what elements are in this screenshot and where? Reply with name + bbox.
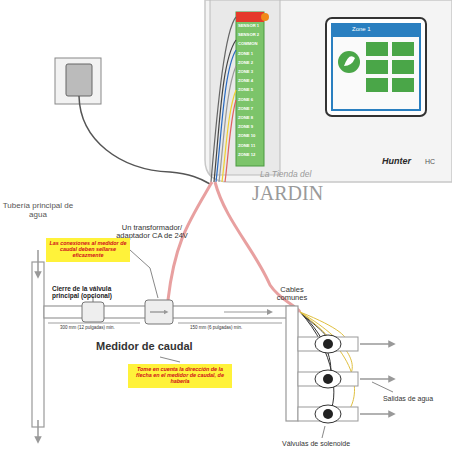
valve-label: Válvulas de solenoide — [282, 440, 402, 448]
terminal-label: ZONE 8 — [238, 116, 264, 121]
dimension: 150 mm (6 pulgadas) min. — [190, 326, 270, 331]
screen-bezel — [326, 18, 426, 116]
transformer — [66, 64, 92, 96]
terminal-label: ZONE 6 — [238, 98, 264, 103]
flow-arrow — [37, 250, 39, 275]
terminal-label: SENSOR 1 — [238, 24, 264, 29]
terminal-label: ZONE 3 — [238, 70, 264, 75]
terminal-label: ZONE 4 — [238, 79, 264, 84]
screen-button — [366, 60, 388, 74]
screen-button — [366, 78, 388, 92]
note-text: Las conexiones al medidor de caudal debe… — [49, 240, 127, 259]
controller-housing — [205, 0, 452, 182]
solenoid-valves — [298, 335, 358, 423]
terminal-label: ZONE 1 — [238, 52, 264, 57]
model-name: HC — [425, 158, 447, 166]
power-cord — [79, 96, 210, 184]
flow-arrow — [224, 311, 270, 312]
watermark: JARDIN — [252, 182, 382, 204]
outlet-arrows — [360, 344, 392, 414]
callout-note: Las conexiones al medidor de caudal debe… — [46, 238, 130, 262]
shutoff-valve — [82, 302, 104, 322]
leaf-icon — [344, 56, 355, 66]
brand-name: Hunter — [382, 157, 422, 167]
terminal-label: ZONE 10 — [238, 134, 264, 139]
terminal-label: COMMON — [238, 42, 264, 47]
terminal-label: SENSOR 2 — [238, 33, 264, 38]
terminal-label: ZONE 7 — [238, 107, 264, 112]
screen-title: Zone 1 — [352, 26, 392, 33]
valve-wires — [300, 312, 355, 415]
screen-button — [392, 42, 414, 56]
touch-screen — [332, 24, 420, 110]
terminal-label: ZONE 12 — [238, 153, 264, 158]
watermark: La Tienda del — [260, 170, 330, 179]
callout-note: Tome en cuenta la dirección de la flecha… — [128, 364, 232, 388]
zone-icon — [338, 51, 360, 73]
field-wires — [211, 17, 236, 182]
terminal-strip — [236, 12, 264, 166]
terminal-label: ZONE 11 — [238, 144, 264, 149]
main-pipe — [32, 262, 298, 427]
outlet-label: Salidas de agua — [382, 395, 434, 403]
terminal-label: ZONE 2 — [238, 61, 264, 66]
flow-meter — [145, 300, 173, 324]
flow-arrow — [37, 420, 39, 440]
leader-line — [160, 357, 180, 362]
pipe-label: Tubería principal de agua — [2, 202, 74, 220]
valve-label: Cierre de la válvula principal (opcional… — [52, 285, 132, 299]
reset-button — [261, 13, 269, 21]
note-text: Tome en cuenta la dirección de la flecha… — [131, 366, 229, 385]
dimension: 300 mm (12 pulgadas) min. — [60, 326, 136, 331]
screen-header — [332, 24, 420, 37]
leader-lines — [322, 382, 393, 438]
dimension-lines — [48, 323, 282, 324]
meter-arrow — [150, 312, 166, 313]
leader-line — [130, 250, 158, 298]
screen-button — [392, 78, 414, 92]
terminal-label: ZONE 9 — [238, 125, 264, 130]
screen-button — [392, 60, 414, 74]
screen-button — [366, 42, 388, 56]
wire-label: Cables comunes — [268, 286, 316, 303]
power-terminals — [236, 12, 264, 22]
part-name: Medidor de caudal — [96, 340, 246, 352]
wall-outlet — [55, 58, 101, 104]
terminal-label: ZONE 5 — [238, 88, 264, 93]
